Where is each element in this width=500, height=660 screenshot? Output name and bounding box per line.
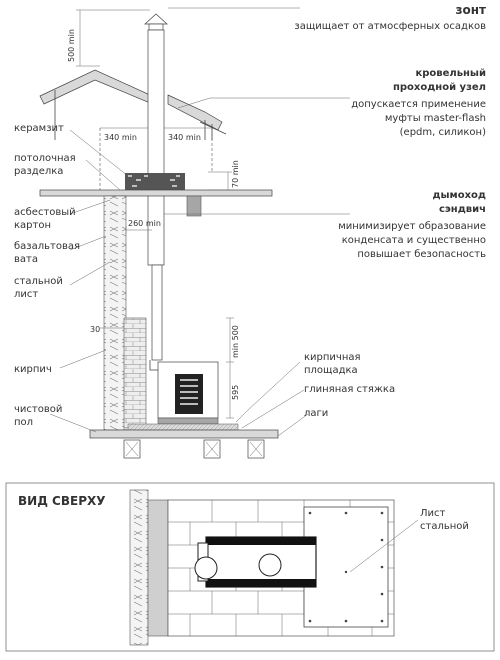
joists: лаги <box>304 408 328 419</box>
sandwich-chimney <box>147 29 165 371</box>
top-view-title: ВИД СВЕРХУ <box>18 494 106 508</box>
chimney-title-1: дымоход <box>432 190 486 201</box>
brick-platform-1: кирпичная <box>304 352 361 363</box>
steel-sheet-top <box>303 506 389 628</box>
ceiling-cut-2: разделка <box>14 166 63 177</box>
steel-2: лист <box>14 289 38 300</box>
chimney-desc-2: конденсата и существенно <box>342 235 486 246</box>
steel-sheet-2: стальной <box>420 521 469 532</box>
roof-desc-3: (epdm, силикон) <box>400 127 486 138</box>
steel-1: стальной <box>14 276 63 287</box>
dim-ceiling-height: 70 min <box>231 160 240 188</box>
dim-right-gap: 340 min <box>168 133 201 142</box>
asbestos-1: асбестовый <box>14 207 76 218</box>
roof-title-2: проходной узел <box>393 82 486 93</box>
chimney-title-2: сэндвич <box>439 204 486 215</box>
clay-screed: глиняная стяжка <box>304 384 395 395</box>
dim-wall-gap: 30 <box>90 325 100 334</box>
basalt-1: базальтовая <box>14 241 80 252</box>
roof-desc-1: допускается применение <box>351 99 486 110</box>
dim-pipe-gap: 260 min <box>128 219 161 228</box>
brick: кирпич <box>14 364 52 375</box>
floor <box>89 429 279 459</box>
dim-stove-height: 595 <box>231 385 240 400</box>
basalt-2: вата <box>14 254 38 265</box>
chimney-desc-3: повышает безопасность <box>357 249 486 260</box>
dim-stove-top: min 500 <box>231 325 240 358</box>
asbestos-2: картон <box>14 220 51 231</box>
umbrella-desc: защищает от атмосферных осадков <box>294 21 486 32</box>
brick-platform-2: площадка <box>304 365 358 376</box>
sauna-stove <box>127 361 239 431</box>
dimension-lines <box>76 9 234 419</box>
brick-wall <box>103 195 147 431</box>
stove-top-view <box>194 536 317 588</box>
steel-sheet-1: Лист <box>420 508 446 519</box>
ceiling-cut-1: потолочная <box>14 153 76 164</box>
dim-top: 500 min <box>67 29 76 62</box>
floor-2: пол <box>14 417 33 428</box>
dim-left-gap: 340 min <box>104 133 137 142</box>
roof-title-1: кровельный <box>415 68 486 79</box>
chimney-umbrella <box>144 13 168 31</box>
floor-1: чистовой <box>14 404 62 415</box>
roof <box>39 69 227 140</box>
chimney-desc-1: минимизирует образование <box>338 221 486 232</box>
keramzit: керамзит <box>14 123 64 134</box>
leader-lines <box>49 7 350 437</box>
top-view-panel: ВИД СВЕРХУ <box>5 482 495 652</box>
roof-desc-2: муфты master-flash <box>385 113 486 124</box>
umbrella-title: зонт <box>456 3 487 17</box>
